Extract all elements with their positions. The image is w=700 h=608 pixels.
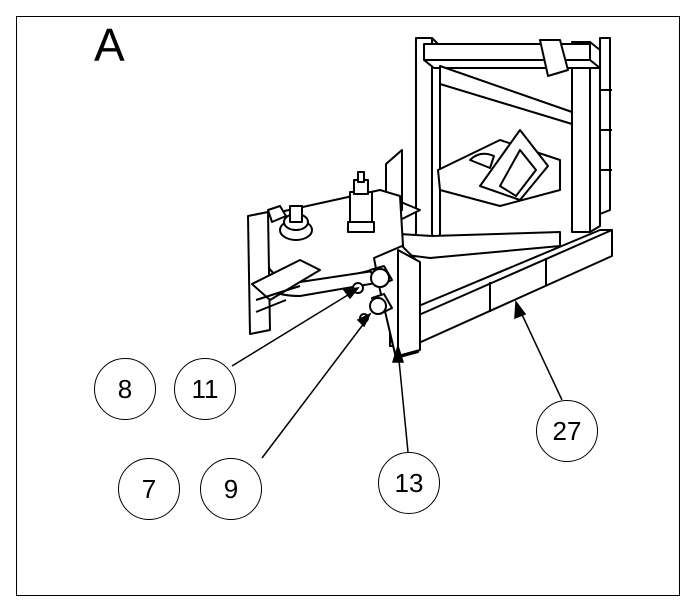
figure-frame bbox=[16, 16, 680, 596]
callout-7: 7 bbox=[118, 458, 180, 520]
upright-frame bbox=[415, 37, 612, 241]
callout-27-label: 27 bbox=[552, 415, 582, 446]
leader-11 bbox=[231, 289, 357, 367]
callout-9: 9 bbox=[200, 458, 262, 520]
leader-27-arrow bbox=[514, 299, 527, 320]
hitch-plate bbox=[437, 129, 561, 207]
leader-9-arrow bbox=[356, 312, 372, 328]
callout-13: 13 bbox=[378, 452, 440, 514]
leader-27 bbox=[517, 305, 563, 401]
grease-fitting bbox=[347, 171, 375, 233]
bolt-bracket bbox=[352, 245, 421, 359]
callout-9-label: 9 bbox=[223, 473, 239, 504]
callout-13-label: 13 bbox=[394, 467, 424, 498]
callout-7-label: 7 bbox=[141, 473, 157, 504]
callout-8: 8 bbox=[94, 358, 156, 420]
leader-9 bbox=[261, 317, 369, 459]
callout-11: 11 bbox=[174, 358, 236, 420]
panel-label: A bbox=[94, 19, 125, 71]
left-mount bbox=[247, 211, 321, 335]
leader-11-arrow bbox=[342, 286, 360, 300]
leader-13 bbox=[397, 349, 409, 453]
callout-11-label: 11 bbox=[191, 373, 219, 404]
leader-13-arrow bbox=[391, 343, 405, 363]
callout-8-label: 8 bbox=[117, 373, 133, 404]
callout-27: 27 bbox=[536, 400, 598, 462]
